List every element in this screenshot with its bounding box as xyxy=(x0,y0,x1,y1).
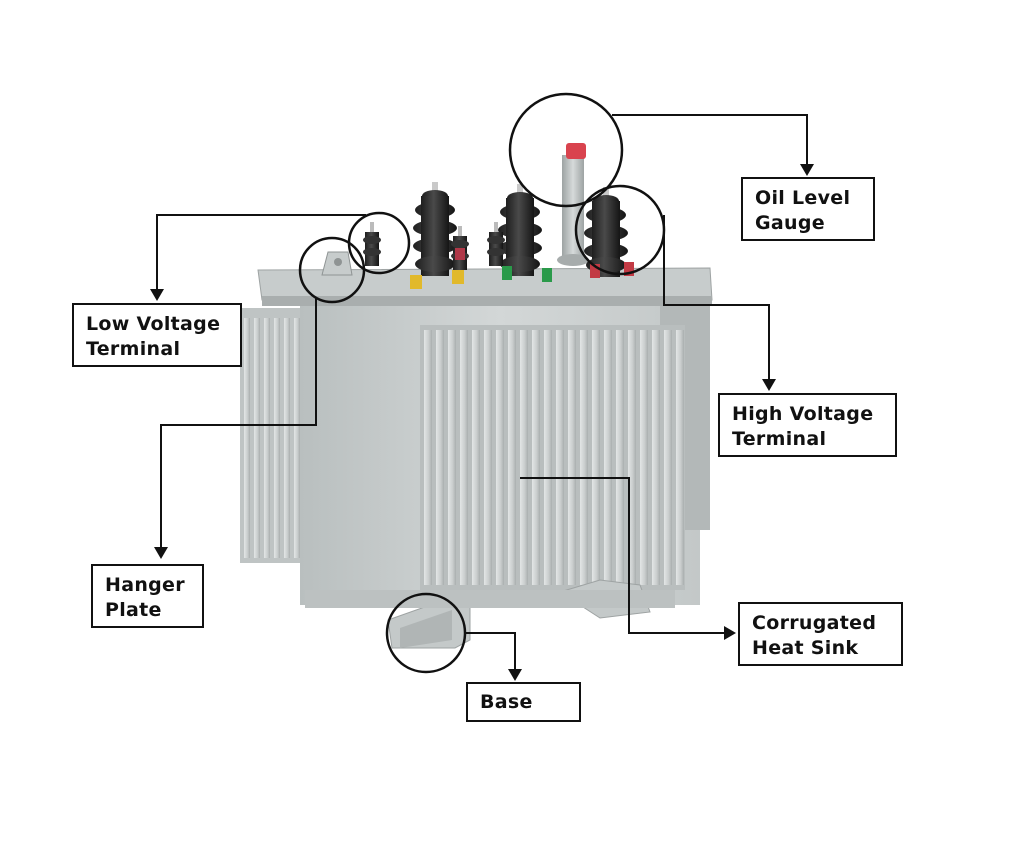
fin xyxy=(448,330,456,585)
fin xyxy=(508,330,516,585)
fin xyxy=(568,330,576,585)
hanger-plate-label: Hanger Plate xyxy=(91,564,204,628)
fin xyxy=(640,330,648,585)
terminal-clamps xyxy=(410,248,634,289)
hanger-plate-line-2: Plate xyxy=(105,599,162,621)
low-voltage-terminal-label: Low Voltage Terminal xyxy=(72,303,242,367)
fin xyxy=(628,330,636,585)
hanger-lug xyxy=(321,251,353,276)
corrugated-heat-sink-label: Corrugated Heat Sink xyxy=(738,602,903,666)
low-voltage-terminal-line-1: Low Voltage xyxy=(86,313,221,335)
high-voltage-terminal-line-2: Terminal xyxy=(732,428,827,450)
high-voltage-terminal-line-1: High Voltage xyxy=(732,403,874,425)
oil-gauge-illustration xyxy=(557,143,589,266)
corrugated-heat-sink-line-1: Corrugated xyxy=(752,612,877,634)
lv-terminal-arrow xyxy=(150,289,164,301)
base-arrow xyxy=(508,669,522,681)
lv-terminal-leader xyxy=(156,214,366,295)
hv-terminal-arrow xyxy=(762,379,776,391)
callout-circles xyxy=(298,92,666,674)
fin xyxy=(424,330,432,585)
fin xyxy=(532,330,540,585)
heat-sink-arrow xyxy=(724,626,736,640)
oil-level-gauge-line-1: Oil Level xyxy=(755,187,851,209)
fin xyxy=(556,330,564,585)
oil-level-gauge-line-2: Gauge xyxy=(755,212,825,234)
hanger-plate-leader xyxy=(160,298,317,553)
side-fin xyxy=(244,318,250,558)
base-label: Base xyxy=(466,682,581,722)
fin xyxy=(484,330,492,585)
fin xyxy=(676,330,684,585)
corrugated-fins xyxy=(420,325,685,590)
lv-bushings xyxy=(363,222,505,270)
fin xyxy=(604,330,612,585)
fin xyxy=(460,330,468,585)
hv-terminal-leader xyxy=(663,215,770,385)
fin xyxy=(496,330,504,585)
fin xyxy=(664,330,672,585)
oil-gauge-arrow xyxy=(800,164,814,176)
fin xyxy=(544,330,552,585)
fin xyxy=(592,330,600,585)
base-leader xyxy=(465,632,516,675)
side-fin xyxy=(274,318,280,558)
corrugated-heat-sink-line-2: Heat Sink xyxy=(752,637,859,659)
base-rails xyxy=(305,579,675,649)
high-voltage-terminal-label: High Voltage Terminal xyxy=(718,393,897,457)
transformer-illustration xyxy=(240,143,713,649)
side-fin xyxy=(264,318,270,558)
side-fin xyxy=(254,318,260,558)
side-fin xyxy=(284,318,290,558)
low-voltage-terminal-line-2: Terminal xyxy=(86,338,181,360)
oil-gauge-callout-circle xyxy=(508,92,624,208)
hanger-plate-arrow xyxy=(154,547,168,559)
hanger-plate-callout-circle xyxy=(298,236,366,304)
arrow-heads xyxy=(150,164,814,681)
hanger-plate-line-1: Hanger xyxy=(105,574,185,596)
fin xyxy=(652,330,660,585)
base-line-1: Base xyxy=(480,691,533,713)
fin xyxy=(580,330,588,585)
side-fin xyxy=(294,318,300,558)
heat-sink-leader xyxy=(520,477,728,634)
leader-lines xyxy=(156,114,808,675)
fin xyxy=(436,330,444,585)
oil-level-gauge-label: Oil Level Gauge xyxy=(741,177,875,241)
fin xyxy=(520,330,528,585)
fin xyxy=(616,330,624,585)
fin xyxy=(472,330,480,585)
oil-gauge-leader xyxy=(612,114,808,170)
